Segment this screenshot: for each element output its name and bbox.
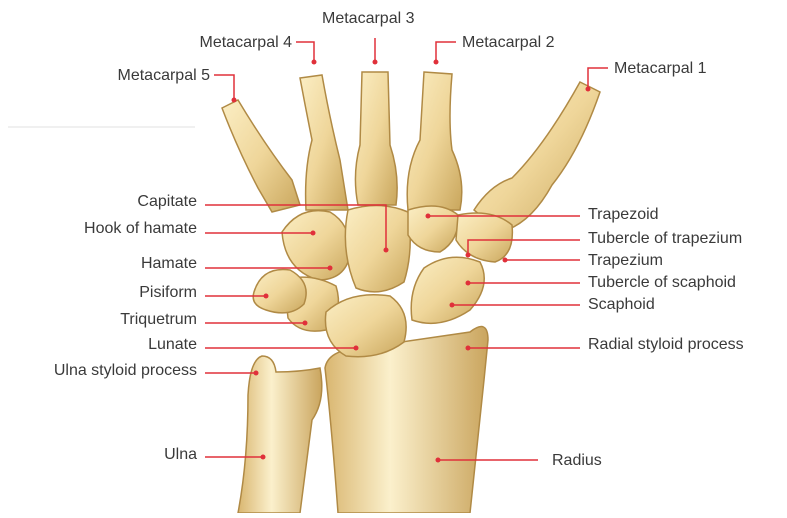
dot-trapezium (503, 258, 508, 263)
dot-tubercle-of-trapezium (466, 253, 471, 258)
dot-radius (436, 458, 441, 463)
dot-capitate (384, 248, 389, 253)
scaphoid-bone (411, 257, 484, 323)
label-ulna: Ulna (40, 446, 197, 464)
trapezoid-bone (408, 206, 458, 252)
label-ulna-styloid-process: Ulna styloid process (4, 362, 197, 380)
label-tubercle-of-scaphoid: Tubercle of scaphoid (588, 274, 736, 292)
metacarpal-3-bone (355, 72, 397, 205)
ulna-bone (238, 356, 322, 513)
label-metacarpal-3: Metacarpal 3 (322, 10, 415, 28)
label-radius: Radius (552, 452, 602, 470)
leader-metacarpal-5 (214, 75, 234, 100)
label-radial-styloid-process: Radial styloid process (588, 336, 744, 354)
label-metacarpal-5: Metacarpal 5 (70, 67, 210, 85)
label-scaphoid: Scaphoid (588, 296, 655, 314)
dot-scaphoid (450, 303, 455, 308)
dot-ulna-styloid (254, 371, 259, 376)
label-trapezoid: Trapezoid (588, 206, 659, 224)
hamate-bone (282, 211, 350, 280)
trapezium-bone (456, 213, 512, 262)
dot-metacarpal-4 (312, 60, 317, 65)
dot-metacarpal-3 (373, 60, 378, 65)
dot-trapezoid (426, 214, 431, 219)
leader-metacarpal-2 (436, 42, 456, 62)
label-tubercle-of-trapezium: Tubercle of trapezium (588, 230, 742, 248)
capitate-bone (345, 205, 410, 291)
metacarpal-5-bone (222, 100, 300, 212)
dot-triquetrum (303, 321, 308, 326)
label-metacarpal-4: Metacarpal 4 (160, 34, 292, 52)
metacarpal-2-bone (407, 72, 462, 210)
dot-pisiform (264, 294, 269, 299)
leader-metacarpal-1 (588, 68, 608, 89)
label-lunate: Lunate (40, 336, 197, 354)
label-pisiform: Pisiform (40, 284, 197, 302)
dot-metacarpal-2 (434, 60, 439, 65)
dot-hook-of-hamate (311, 231, 316, 236)
dot-lunate (354, 346, 359, 351)
label-hook-of-hamate: Hook of hamate (20, 220, 197, 238)
label-triquetrum: Triquetrum (40, 311, 197, 329)
dot-metacarpal-5 (232, 98, 237, 103)
dot-hamate (328, 266, 333, 271)
pisiform-bone (253, 269, 306, 312)
leader-metacarpal-4 (296, 42, 314, 62)
dot-metacarpal-1 (586, 87, 591, 92)
dot-radial-styloid (466, 346, 471, 351)
metacarpal-4-bone (300, 75, 348, 210)
metacarpal-1-bone (474, 82, 600, 232)
label-hamate: Hamate (40, 255, 197, 273)
label-trapezium: Trapezium (588, 252, 663, 270)
label-metacarpal-2: Metacarpal 2 (462, 34, 555, 52)
label-metacarpal-1: Metacarpal 1 (614, 60, 707, 78)
dot-ulna (261, 455, 266, 460)
label-capitate: Capitate (40, 193, 197, 211)
dot-tubercle-of-scaphoid (466, 281, 471, 286)
